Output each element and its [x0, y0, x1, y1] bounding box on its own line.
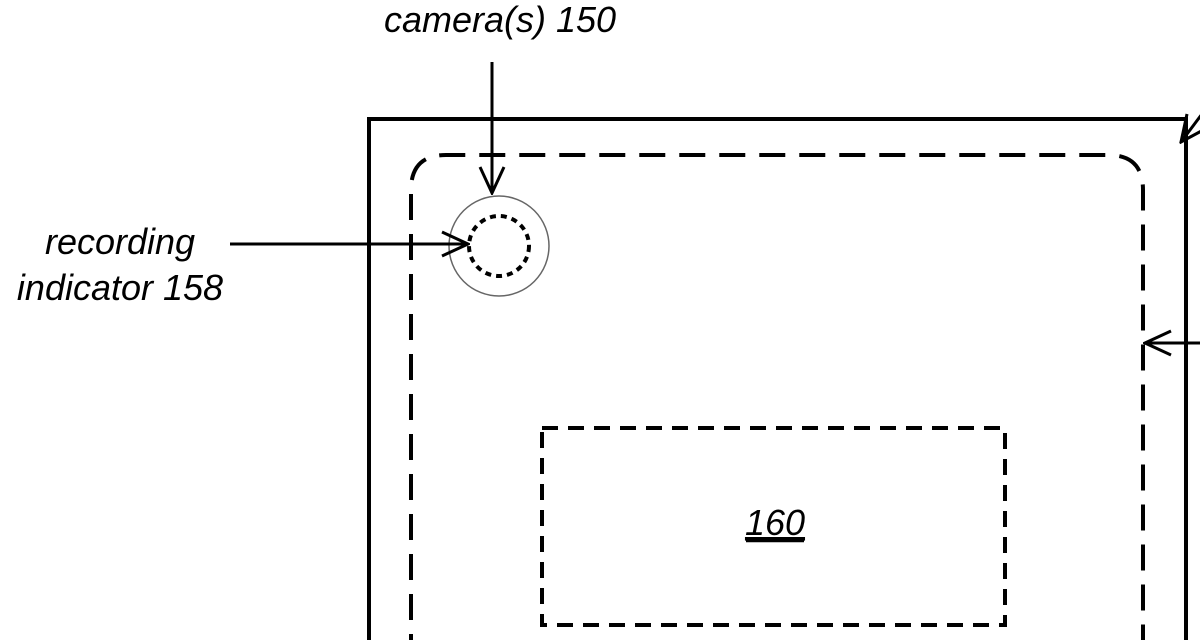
- region-160-label: 160: [745, 502, 805, 543]
- device-edge-arrow: [1181, 110, 1200, 142]
- camera-icon: [448, 195, 550, 297]
- recording-indicator-icon: [467, 214, 531, 278]
- camera-label: camera(s) 150: [384, 0, 616, 40]
- recording-indicator-label-line1: recording: [45, 221, 195, 262]
- recording-indicator-label-line2: indicator 158: [17, 267, 223, 308]
- display-region-outline: [409, 153, 1145, 640]
- region-160-outline: [540, 426, 1007, 627]
- device-outline: [367, 117, 1188, 640]
